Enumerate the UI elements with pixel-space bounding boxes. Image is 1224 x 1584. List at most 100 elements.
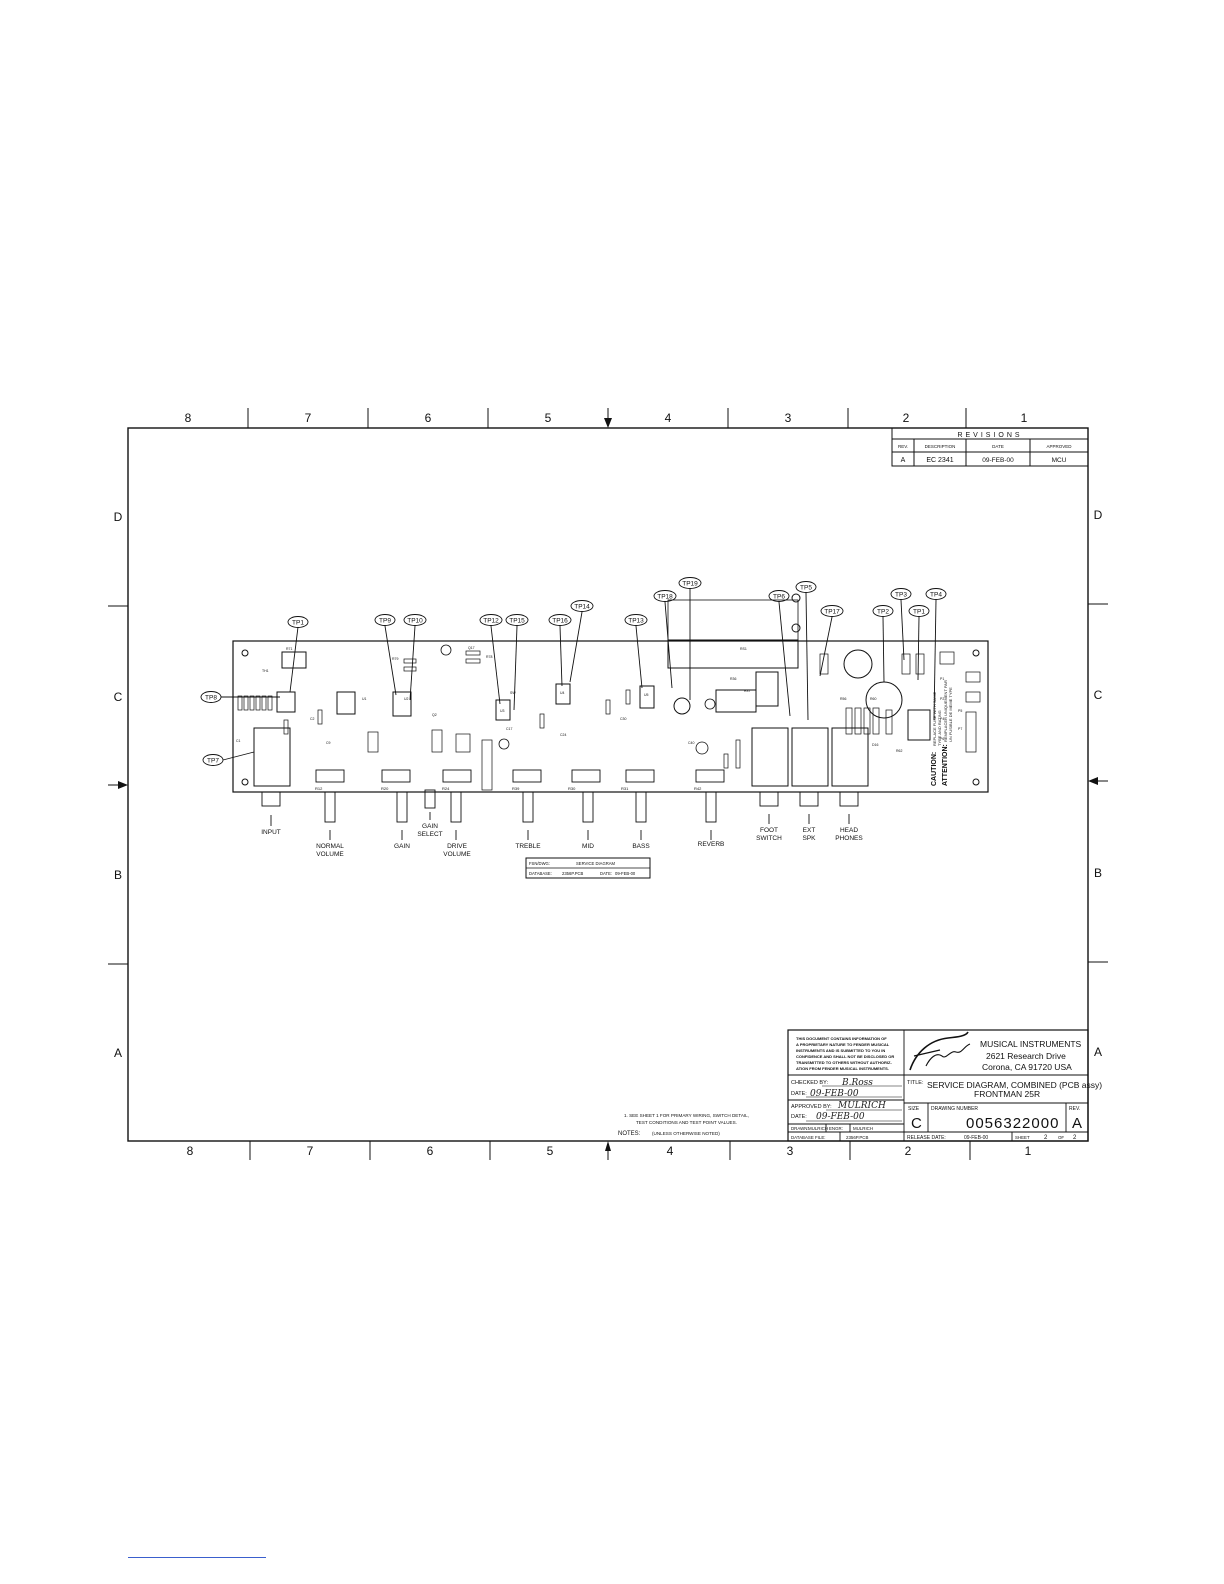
of-value: 2 — [1073, 1135, 1077, 1141]
approved-date-label: DATE: — [791, 1114, 807, 1120]
tp19: TP19 — [682, 581, 698, 588]
label-gain: GAIN — [394, 843, 410, 850]
svg-text:C1: C1 — [236, 739, 241, 743]
tp1-right: TP1 — [913, 609, 925, 616]
svg-text:SW: SW — [510, 691, 516, 695]
tp10: TP10 — [407, 618, 423, 625]
rev-label: REV. — [1069, 1106, 1080, 1112]
note-1: 1. SEE SHEET 1 FOR PRIMARY WIRING, SWITC… — [624, 1113, 749, 1118]
of-label: OF — [1058, 1135, 1064, 1140]
drawing-number-label: DRAWING NUMBER — [931, 1106, 978, 1112]
checked-date-value: 09-FEB-00 — [810, 1089, 859, 1099]
label-bass: BASS — [632, 843, 650, 850]
drawing-title-line-1: SERVICE DIAGRAM, COMBINED (PCB assy) — [927, 1080, 1102, 1090]
svg-text:INSTRUMENTS AND IS SUBMITTED T: INSTRUMENTS AND IS SUBMITTED TO YOU IN — [796, 1048, 885, 1053]
label-reverb: REVERB — [698, 841, 725, 848]
pot-ref-r24: R24 — [442, 786, 450, 791]
zone-col-8: 8 — [185, 411, 192, 425]
tp1-left: TP1 — [292, 620, 304, 627]
label-normal-volume-1: NORMAL — [316, 843, 344, 850]
note-1b: TEST CONDITIONS AND TEST POINT VALUES. — [636, 1120, 737, 1125]
sheet-label: SHEET — [1015, 1135, 1030, 1140]
file-date-label: DATE: — [600, 871, 612, 876]
pot-ref-r12: R12 — [315, 786, 323, 791]
svg-text:R79: R79 — [392, 657, 398, 661]
revisions-title: REVISIONS — [957, 432, 1022, 439]
svg-text:R36: R36 — [730, 677, 736, 681]
zone-col-1-bottom: 1 — [1025, 1144, 1032, 1158]
tp14: TP14 — [574, 604, 590, 611]
fender-logo — [909, 1031, 971, 1071]
tp17: TP17 — [824, 609, 840, 616]
test-points: TP1 TP9 TP10 TP12 TP15 TP16 TP14 TP13 TP… — [200, 577, 947, 766]
svg-text:ATTENTION:: ATTENTION: — [942, 744, 949, 786]
rev-row-date: 09-FEB-00 — [982, 457, 1014, 464]
tp2: TP2 — [877, 609, 889, 616]
rev-row-approved: MCU — [1052, 457, 1067, 464]
drawing-number-value: 0056322000 — [966, 1115, 1059, 1132]
zone-row-b-left: B — [114, 868, 122, 882]
svg-text:A PROPRIETARY NATURE TO FENDER: A PROPRIETARY NATURE TO FENDER MUSICAL — [796, 1042, 890, 1047]
zone-col-2: 2 — [903, 411, 910, 425]
file-fsn-label: FSN/DWG: — [529, 861, 550, 866]
svg-text:R37: R37 — [744, 689, 750, 693]
rev-row-rev: A — [901, 457, 906, 464]
rev-row-description: EC 2341 — [926, 457, 953, 464]
drawn-label: DRAWN: — [791, 1126, 809, 1131]
label-drive-volume-2: VOLUME — [443, 851, 471, 858]
svg-text:ATION FROM FENDER MUSICAL INST: ATION FROM FENDER MUSICAL INSTRUMENTS. — [796, 1066, 889, 1071]
checked-by-label: CHECKED BY: — [791, 1080, 828, 1086]
company-address-2: Corona, CA 91720 USA — [982, 1062, 1072, 1072]
drawing-border — [108, 408, 1108, 1160]
file-database-value: 2356P.PCB — [562, 871, 584, 876]
svg-text:REMPLACER UNIQUEMENT PAR: REMPLACER UNIQUEMENT PAR — [943, 680, 948, 742]
zone-col-4-bottom: 4 — [667, 1144, 674, 1158]
pot-ref-r42: R42 — [694, 786, 702, 791]
pot-ref-r30: R30 — [568, 786, 576, 791]
engr-value: MULRICH — [853, 1126, 873, 1131]
zone-row-d-right: D — [1094, 508, 1103, 522]
rev-header-description: DESCRIPTION — [925, 444, 956, 449]
file-info-box: FSN/DWG: SERVICE DIAGRAM DATABASE: 2356P… — [525, 857, 651, 879]
file-database-label: DATABASE: — [529, 871, 552, 876]
zone-row-a-left: A — [114, 1046, 122, 1060]
zone-col-7: 7 — [305, 411, 312, 425]
sheet-value: 2 — [1044, 1135, 1048, 1141]
svg-text:U3: U3 — [500, 709, 505, 713]
size-value: C — [911, 1115, 922, 1132]
label-gain-select-1: GAIN — [422, 823, 438, 830]
front-panel-labels: INPUT NORMAL VOLUME GAIN GAIN SELECT DRI… — [261, 812, 863, 858]
svg-text:UN FUSIBLE DE MEME TYPE: UN FUSIBLE DE MEME TYPE — [948, 687, 953, 742]
tp18: TP18 — [657, 594, 673, 601]
svg-text:CONFIDENCE AND SHALL NOT BE DI: CONFIDENCE AND SHALL NOT BE DISCLOSED OR — [796, 1054, 894, 1059]
zone-row-c-right: C — [1094, 688, 1103, 702]
file-fsn-value: SERVICE DIAGRAM — [576, 861, 616, 866]
svg-text:P2: P2 — [940, 697, 944, 701]
svg-text:C17: C17 — [506, 727, 512, 731]
zone-row-a-right: A — [1094, 1045, 1102, 1059]
zone-col-3-bottom: 3 — [787, 1144, 794, 1158]
svg-text:R62: R62 — [896, 749, 902, 753]
tp13: TP13 — [628, 618, 644, 625]
engr-label: ENGR: — [829, 1126, 843, 1131]
svg-text:U4: U4 — [560, 691, 565, 695]
svg-text:P6: P6 — [940, 737, 944, 741]
label-drive-volume-1: DRIVE — [447, 843, 468, 850]
tp8: TP8 — [205, 695, 217, 702]
release-date-label: RELEASE DATE: — [907, 1135, 946, 1141]
company-address-1: 2621 Research Drive — [986, 1051, 1066, 1061]
revisions-table: REVISIONS REV. DESCRIPTION DATE APPROVED… — [891, 427, 1089, 467]
svg-text:C2: C2 — [310, 717, 315, 721]
zone-col-1: 1 — [1021, 411, 1028, 425]
rev-header-date: DATE — [992, 444, 1004, 449]
tp7: TP7 — [207, 758, 219, 765]
release-date-value: 09-FEB-00 — [964, 1135, 988, 1141]
rev-header-rev: REV. — [898, 444, 908, 449]
rev-header-approved: APPROVED — [1046, 444, 1072, 449]
potentiometers: R12 R20 R24 R39 R30 R31 R42 — [261, 769, 859, 823]
label-ext-spk-1: EXT — [803, 827, 816, 834]
svg-text:Q2: Q2 — [432, 713, 437, 717]
approved-date-value: 09-FEB-00 — [816, 1112, 865, 1122]
